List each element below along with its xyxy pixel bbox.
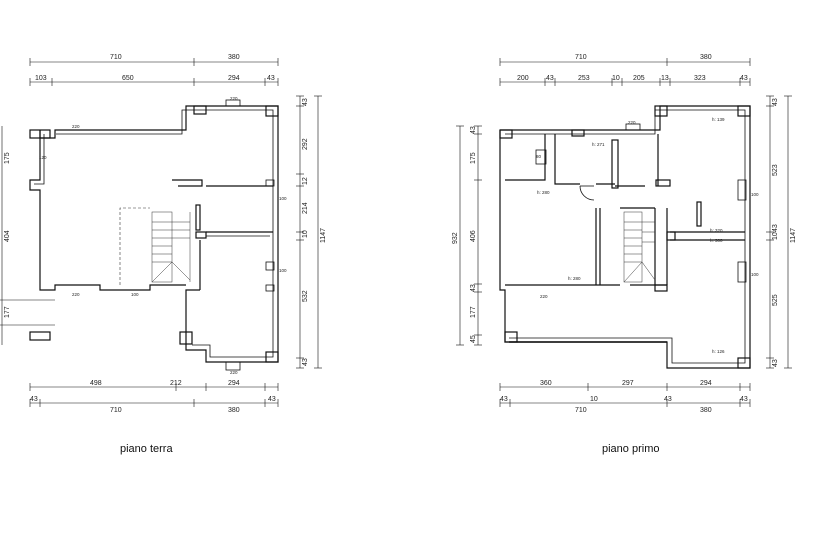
height-label: h: 139 [712, 117, 725, 122]
first-top-dimensions: 710 380 200 43 253 10 205 13 323 43 [499, 54, 751, 86]
dim-first-43a: 43 [546, 75, 554, 82]
dim-ground-43: 43 [267, 75, 275, 82]
dim-first-top-710: 710 [575, 54, 587, 61]
dim-first-323: 323 [694, 75, 706, 82]
dim-first-left-175: 175 [470, 152, 477, 164]
dim-first-right-43c: 43 [772, 359, 779, 367]
dim-first-bottom-43c: 43 [740, 396, 748, 403]
dim-ground-top-710: 710 [110, 54, 122, 61]
caption-piano-primo: piano primo [602, 443, 659, 455]
height-label: h: 280 [568, 276, 581, 281]
dim-first-205: 205 [633, 75, 645, 82]
dim-ground-bottom-43b: 43 [268, 396, 276, 403]
dim-ground-left-177: 177 [4, 306, 11, 318]
dim-ground-bottom-710: 710 [110, 407, 122, 414]
opening-label: 220 [230, 96, 238, 101]
opening-label: 100 [751, 272, 759, 277]
dim-ground-right-1147: 1147 [320, 228, 327, 243]
dim-ground-294b: 294 [228, 380, 240, 387]
ground-walls [0, 99, 279, 371]
dim-first-253: 253 [578, 75, 590, 82]
opening-label: 100 [131, 292, 139, 297]
dim-first-297: 297 [622, 380, 634, 387]
first-staircase [623, 211, 656, 283]
dim-ground-650: 650 [122, 75, 134, 82]
opening-label: 220 [72, 292, 80, 297]
ground-top-dimensions: 710 380 103 650 294 43 [29, 54, 279, 86]
dim-first-294: 294 [700, 380, 712, 387]
first-floor-plan: 710 380 200 43 253 10 205 13 323 43 [452, 54, 797, 455]
dim-first-right-1147: 1147 [790, 228, 797, 243]
first-walls [499, 105, 751, 369]
dim-first-13: 13 [661, 75, 669, 82]
opening-label: 220 [72, 124, 80, 129]
first-bottom-dimensions: 360 297 294 43 710 10 43 380 43 [499, 380, 751, 414]
dim-ground-right-43a: 43 [302, 98, 309, 106]
opening-label: 220 [540, 294, 548, 299]
dim-first-200: 200 [517, 75, 529, 82]
opening-label: 100 [751, 192, 759, 197]
dim-first-right-523: 523 [772, 164, 779, 176]
dim-first-top-380: 380 [700, 54, 712, 61]
height-label: h: 271 [592, 142, 605, 147]
ground-opening-labels: 220 120 220 100 220 220 100 100 [39, 96, 287, 375]
opening-label: 100 [279, 268, 287, 273]
ground-right-dimensions: 43 292 12 214 10 532 43 1147 [296, 95, 327, 369]
first-room-labels: h: 139 h: 271 h: 280 h: 320 h: 300 h: 28… [536, 117, 759, 354]
dim-ground-212: 212 [170, 380, 182, 387]
opening-label: 220 [230, 370, 238, 375]
dim-first-left-177: 177 [470, 306, 477, 318]
ground-staircase [151, 211, 191, 283]
caption-piano-terra: piano terra [120, 443, 173, 455]
dim-first-10: 10 [612, 75, 620, 82]
dim-ground-top-380: 380 [228, 54, 240, 61]
dim-ground-498: 498 [90, 380, 102, 387]
dim-first-right-10: 10 [772, 232, 779, 240]
dim-first-bottom-10: 10 [590, 396, 598, 403]
dim-first-left-43b: 43 [470, 284, 477, 292]
dim-first-left-45: 45 [470, 335, 477, 343]
dim-ground-bottom-380: 380 [228, 407, 240, 414]
dim-first-left-932: 932 [452, 232, 459, 244]
dim-ground-right-12: 12 [302, 177, 309, 185]
dim-first-right-43b: 43 [772, 224, 779, 232]
dim-first-bottom-43b: 43 [664, 396, 672, 403]
ground-floor-plan: 710 380 103 650 294 43 [0, 54, 327, 455]
dim-ground-right-43b: 43 [302, 358, 309, 366]
dim-first-bottom-710: 710 [575, 407, 587, 414]
height-label: h: 320 [710, 228, 723, 233]
dim-ground-left-404: 404 [4, 230, 11, 242]
dim-first-right-43a: 43 [772, 98, 779, 106]
dim-ground-right-10: 10 [302, 230, 309, 238]
height-label: h: 280 [537, 190, 550, 195]
ground-bottom-dimensions: 498 212 294 43 710 380 43 [29, 380, 279, 414]
first-right-dimensions: 43 523 10 43 525 43 1147 [766, 95, 797, 369]
dim-first-left-406: 406 [470, 230, 477, 242]
dim-first-right-525: 525 [772, 294, 779, 306]
dim-first-left-43a: 43 [470, 126, 477, 134]
dim-ground-left-175: 175 [4, 152, 11, 164]
dim-ground-103: 103 [35, 75, 47, 82]
dim-first-43b: 43 [740, 75, 748, 82]
dim-ground-right-292: 292 [302, 138, 309, 150]
height-label: h: 300 [710, 238, 723, 243]
height-label: h: 126 [712, 349, 725, 354]
opening-label: 120 [39, 155, 47, 160]
dim-first-360: 360 [540, 380, 552, 387]
opening-label: 80 [536, 154, 542, 159]
ground-left-dimensions: 175 404 177 [1, 126, 11, 345]
dim-ground-294: 294 [228, 75, 240, 82]
first-left-dimensions: 43 175 406 43 177 45 932 [452, 125, 482, 346]
dim-first-bottom-380: 380 [700, 407, 712, 414]
dim-ground-right-214: 214 [302, 202, 309, 214]
opening-label: 100 [279, 196, 287, 201]
dim-ground-bottom-43a: 43 [30, 396, 38, 403]
dim-ground-right-532: 532 [302, 290, 309, 302]
opening-label: 220 [628, 120, 636, 125]
dim-first-bottom-43a: 43 [500, 396, 508, 403]
